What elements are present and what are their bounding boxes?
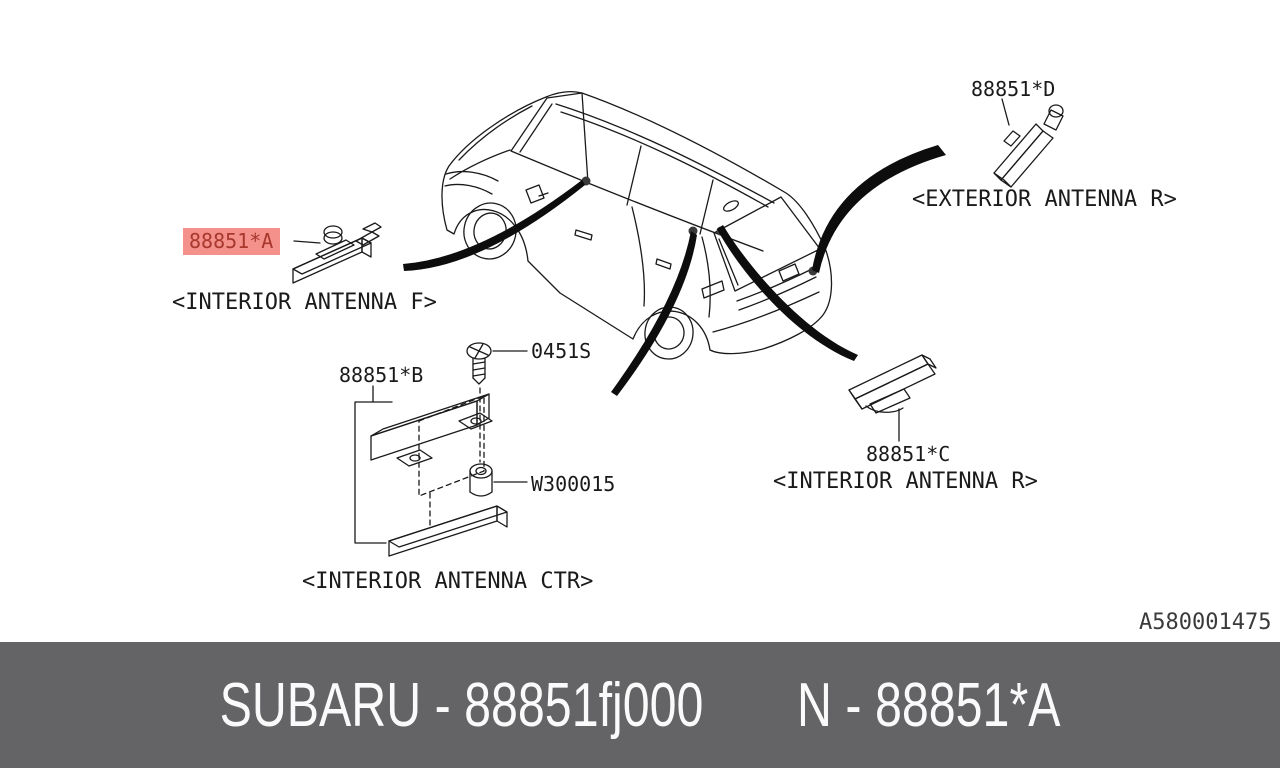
clip-drawing (469, 463, 528, 497)
screw-drawing (466, 342, 528, 385)
part-desc-interior-antenna-ctr: <INTERIOR ANTENNA CTR> (302, 569, 594, 594)
part-desc-exterior-antenna-r: <EXTERIOR ANTENNA R> (912, 187, 1177, 212)
part-c-drawing (848, 354, 937, 442)
part-d-drawing (993, 98, 1064, 188)
footer-text: SUBARU - 88851fj000 N - 88851*A (220, 670, 1061, 741)
leader-bracket-b (354, 385, 393, 544)
swoosh-antenna-ctr (611, 231, 697, 396)
part-b-drawing (354, 342, 528, 557)
part-label-c[interactable]: 88851*C (866, 442, 951, 466)
leader-line-a (293, 240, 321, 244)
part-a-drawing (292, 222, 382, 284)
footer-ref-part: N - 88851*A (796, 670, 1061, 740)
fastener-label-w300015[interactable]: W300015 (531, 472, 616, 496)
part-label-d[interactable]: 88851*D (971, 77, 1056, 101)
leader-swooshes (403, 145, 946, 396)
swoosh-antenna-c (717, 225, 858, 361)
fastener-label-0451s[interactable]: 0451S (531, 339, 592, 363)
part-desc-interior-antenna-r: <INTERIOR ANTENNA R> (773, 469, 1038, 494)
leader-line-d (1001, 98, 1010, 126)
part-desc-interior-antenna-f: <INTERIOR ANTENNA F> (172, 290, 437, 315)
swoosh-antenna-d (812, 145, 946, 273)
part-label-b[interactable]: 88851*B (339, 363, 424, 387)
parts-diagram-canvas (292, 90, 1064, 557)
part-label-a[interactable]: 88851*A (183, 228, 281, 255)
footer-bar: SUBARU - 88851fj000 N - 88851*A (0, 642, 1280, 768)
car-line-drawing (441, 90, 833, 360)
footer-brand-part: SUBARU - 88851fj000 (219, 670, 704, 740)
swoosh-antenna-f (403, 180, 585, 271)
drawing-number: A580001475 (1139, 610, 1272, 635)
